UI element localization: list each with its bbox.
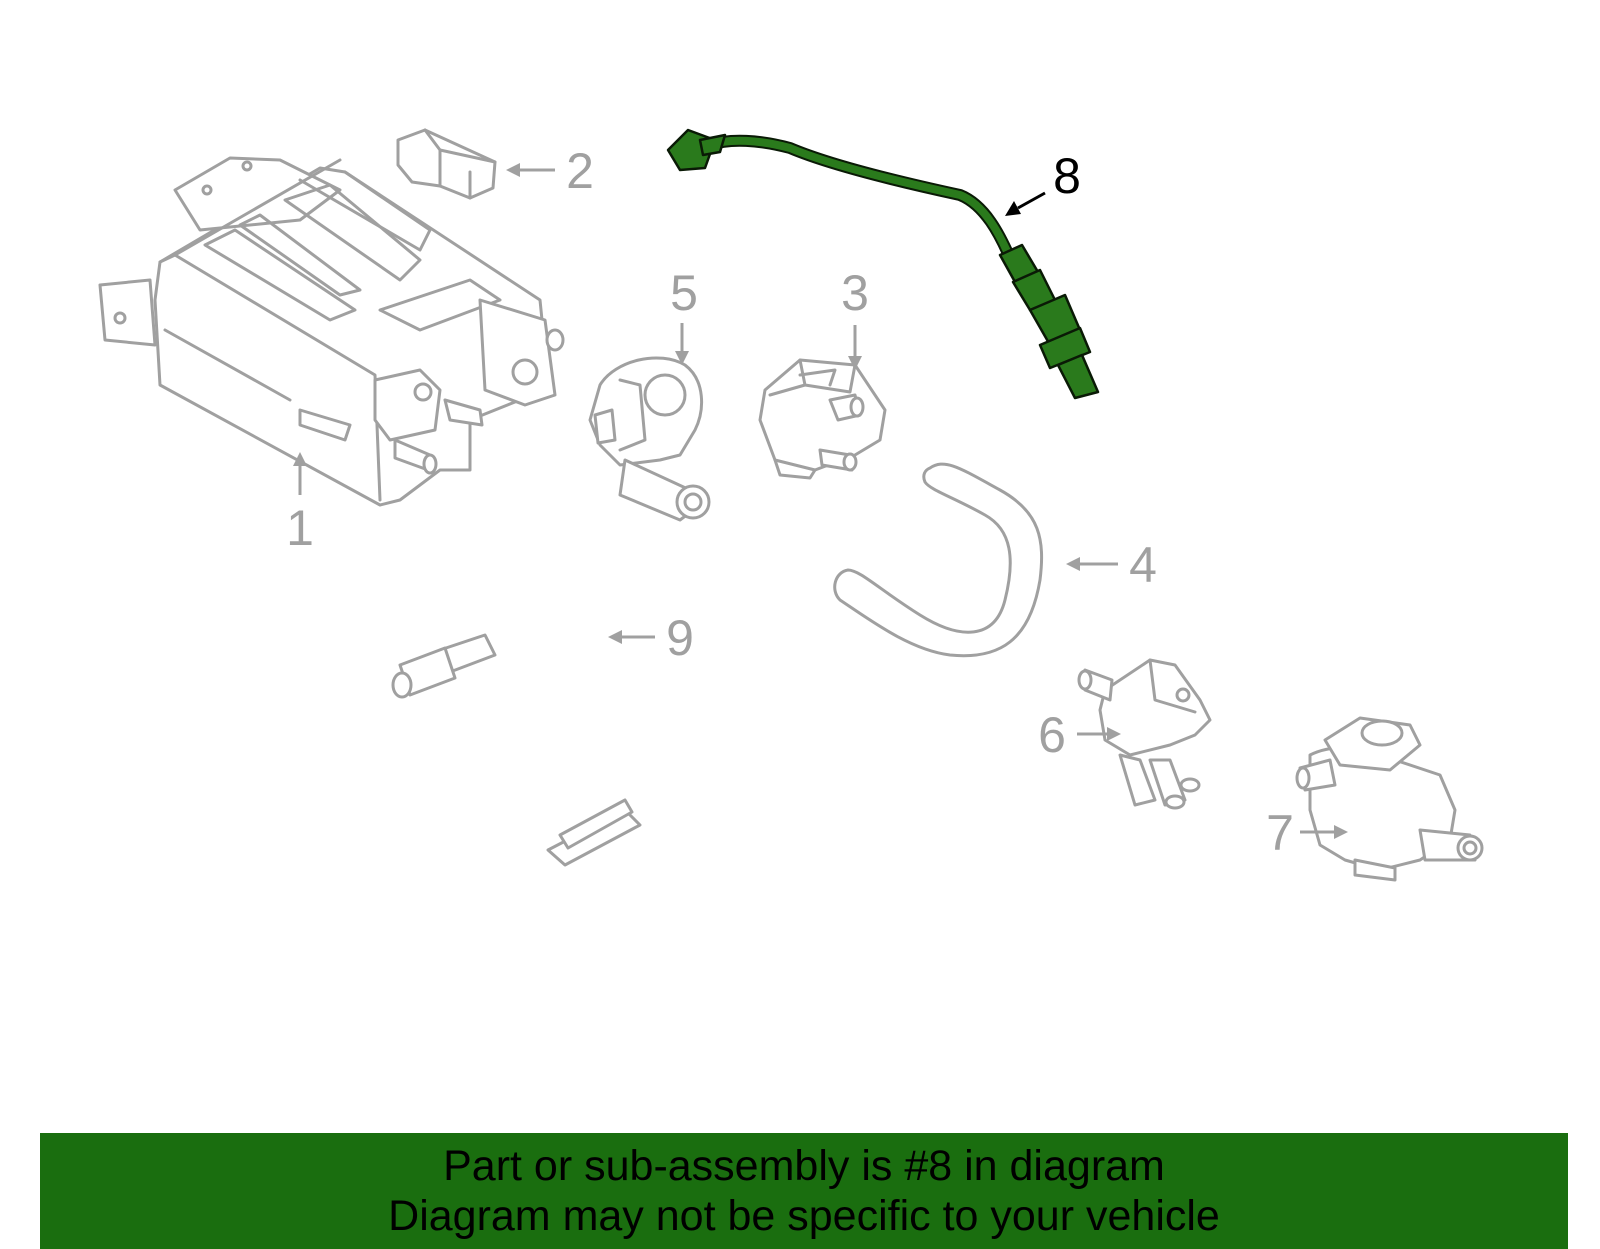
- part-6-solenoid[interactable]: [1077, 658, 1212, 810]
- part-4-hose[interactable]: [833, 462, 1044, 658]
- part-1-canister[interactable]: [98, 156, 565, 507]
- callout-8: 8: [1005, 148, 1081, 216]
- banner-line-1: Part or sub-assembly is #8 in diagram: [443, 1142, 1165, 1190]
- callout-6: 6: [1038, 707, 1121, 763]
- part-2-connector[interactable]: [396, 128, 497, 200]
- banner-line-2: Diagram may not be specific to your vehi…: [388, 1192, 1220, 1240]
- callout-label-5: 5: [670, 265, 698, 321]
- callout-label-1: 1: [286, 500, 314, 556]
- callout-7: 7: [1266, 805, 1348, 861]
- callout-1: 1: [286, 452, 314, 556]
- part-7-valve[interactable]: [1295, 716, 1484, 882]
- callout-label-3: 3: [841, 265, 869, 321]
- callout-4: 4: [1066, 537, 1157, 593]
- part-9-o2-sensor[interactable]: [391, 609, 642, 875]
- callout-2: 2: [506, 143, 594, 199]
- callout-3: 3: [841, 265, 869, 370]
- part-8-o2-sensor[interactable]: [666, 128, 1100, 400]
- part-5-valve[interactable]: [588, 356, 711, 522]
- callout-9: 9: [608, 610, 694, 666]
- callout-label-6: 6: [1038, 707, 1066, 763]
- callout-label-4: 4: [1129, 537, 1157, 593]
- callout-label-7: 7: [1266, 805, 1294, 861]
- callout-label-2: 2: [566, 143, 594, 199]
- callout-label-8: 8: [1053, 148, 1081, 204]
- part-3-valve[interactable]: [758, 358, 887, 480]
- info-banner: Part or sub-assembly is #8 in diagram Di…: [40, 1133, 1568, 1249]
- callout-5: 5: [670, 265, 698, 365]
- callout-label-9: 9: [666, 610, 694, 666]
